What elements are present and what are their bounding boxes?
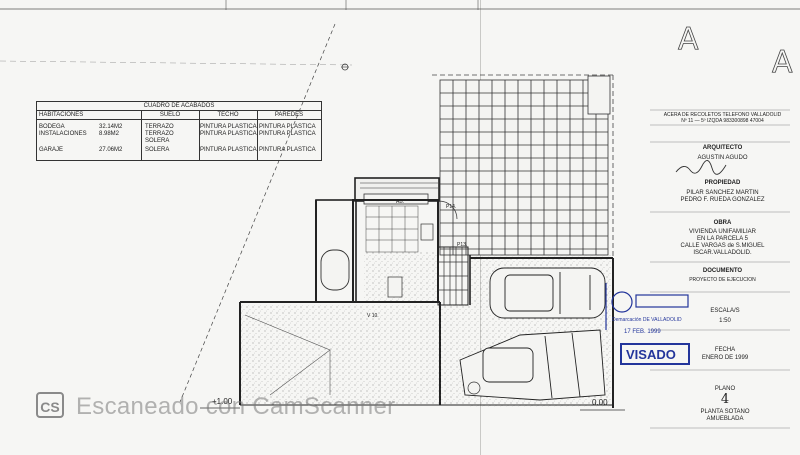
work-line-3: CALLE VARGAS de S.MIGUEL [680, 243, 765, 249]
plan-number: 4 [720, 392, 730, 407]
work-line-2: EN LA PARCELA 5 [697, 236, 748, 242]
finish-table-title-row: CUADRO DE ACABADOS [37, 102, 321, 111]
owner-1: PILAR SANCHEZ MARTIN [686, 190, 759, 196]
room-name: GARAJE [39, 147, 64, 153]
room-ceiling: PINTURA PLASTICA [200, 131, 257, 137]
finish-table-header-row: HABITACIONES SUELO TECHO PAREDES [37, 111, 321, 120]
architect-name: AGUSTIN AGUDO [697, 155, 748, 161]
owner-2: PEDRO F. RUEDA GONZALEZ [680, 197, 765, 203]
svg-text:A: A [678, 22, 699, 57]
col-floor-header: SUELO [159, 112, 181, 118]
table-divider [199, 111, 200, 160]
plan-heading: PLANO [714, 386, 736, 392]
col-ceiling-header: TECHO [217, 112, 239, 118]
room-walls: PINTURA PLASTICA [259, 147, 316, 153]
room-walls: PINTURA PLASTICA [259, 131, 316, 137]
table-divider [257, 111, 258, 160]
plan-name-2: AMUEBLADA [706, 416, 744, 422]
scale-heading: ESCALA/S [710, 308, 740, 314]
label-ab: AB. [396, 199, 405, 205]
visado-stamp: VISADO [620, 343, 690, 365]
room-floor: SOLERA [145, 138, 170, 144]
svg-text:A: A [772, 45, 793, 80]
col-rooms-header: HABITACIONES [39, 112, 84, 118]
plan-name-1: PLANTA SOTANO [700, 409, 750, 415]
finish-schedule-table: CUADRO DE ACABADOS HABITACIONES SUELO TE… [36, 101, 322, 161]
room-ceiling: PINTURA PLASTICA [200, 147, 257, 153]
office-address: ACERA DE RECOLETOS TELEFONO VALLADOLID [663, 112, 782, 118]
camscanner-watermark: CS Escaneado con CamScanner [0, 385, 460, 435]
document-value: PROYECTO DE EJECUCION [689, 277, 756, 283]
room-area: 8.98M2 [99, 131, 120, 137]
label-p13: P13. [457, 242, 468, 248]
room-name: INSTALACIONES [39, 131, 87, 137]
watermark-text: Escaneado con CamScanner [76, 393, 396, 420]
document-heading: DOCUMENTO [702, 268, 743, 274]
work-line-1: VIVIENDA UNIFAMILIAR [688, 229, 757, 235]
label-p14: P14. [446, 204, 457, 210]
finish-table-title: CUADRO DE ACABADOS [143, 103, 215, 109]
room-name: BODEGA [39, 124, 65, 130]
architect-heading: ARQUITECTO [702, 145, 743, 151]
date-value: ENERO DE 1999 [701, 355, 749, 361]
label-v10: V 10. [367, 313, 379, 319]
work-heading: OBRA [713, 220, 732, 226]
room-area: 32.14M2 [99, 124, 123, 130]
table-divider [141, 111, 142, 160]
room-floor: SOLERA [145, 147, 170, 153]
property-heading: PROPIEDAD [704, 180, 741, 186]
scale-value: 1:50 [719, 318, 731, 324]
camscanner-logo-icon: CS [36, 392, 64, 418]
date-heading: FECHA [714, 347, 736, 353]
col-walls-header: PAREDES [274, 112, 304, 118]
seal-date: 17 FEB. 1999 [624, 329, 661, 335]
room-area: 27.06M2 [99, 147, 123, 153]
room-ceiling: PINTURA PLASTICA [200, 124, 257, 130]
level-left-label: +1.00 [212, 397, 233, 406]
office-address-2: Nº 11 — 5º IZQDA 983300898 47004 [681, 118, 764, 124]
room-walls: PINTURA PLASTICA [259, 124, 316, 130]
work-line-4: ISCAR.VALLADOLID. [693, 250, 752, 256]
room-floor: TERRAZO [145, 124, 174, 130]
seal-place: Demarcación DE VALLADOLID [612, 317, 682, 323]
college-seal-stamp: Demarcación DE VALLADOLID 17 FEB. 1999 [606, 283, 688, 335]
room-floor: TERRAZO [145, 131, 174, 137]
level-right-label: 0.00 [592, 398, 608, 407]
